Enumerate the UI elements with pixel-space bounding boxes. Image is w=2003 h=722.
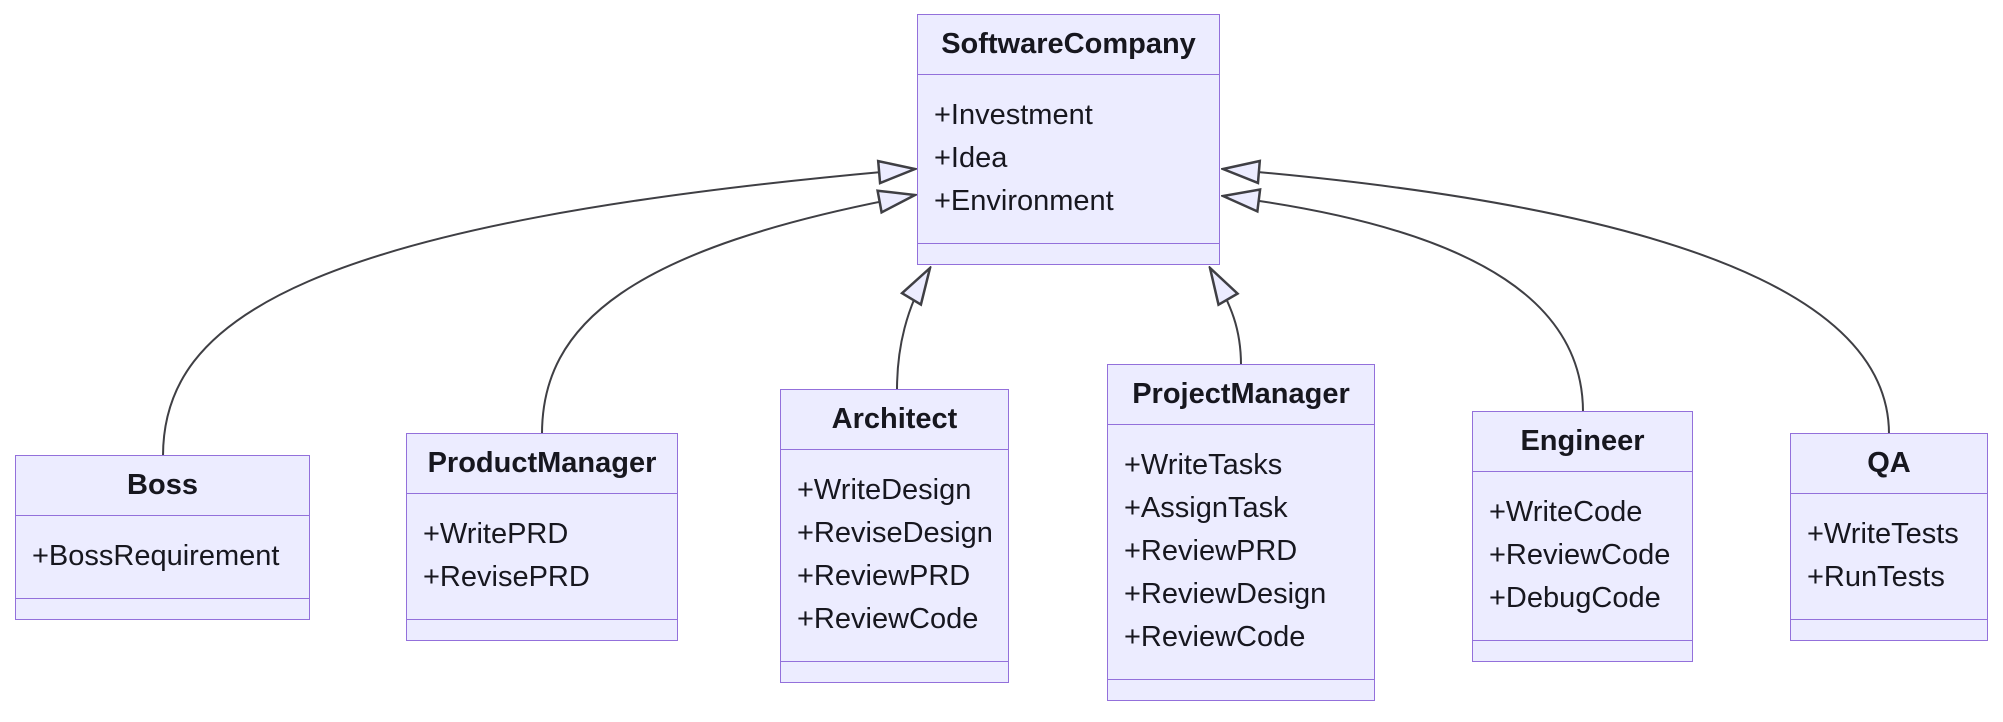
class-members: +WritePRD +RevisePRD — [407, 494, 677, 620]
class-member: +ReviewCode — [1489, 539, 1671, 571]
class-member: +WriteTasks — [1124, 449, 1283, 481]
class-member: +ReviseDesign — [797, 517, 993, 549]
class-member: +RunTests — [1807, 561, 1945, 593]
class-title: ProjectManager — [1108, 365, 1374, 425]
class-member: +ReviewPRD — [1124, 535, 1298, 567]
class-member: +WriteCode — [1489, 496, 1643, 528]
class-members: +WriteTasks +AssignTask +ReviewPRD +Revi… — [1108, 425, 1374, 680]
class-projectmanager: ProjectManager +WriteTasks +AssignTask +… — [1107, 364, 1375, 701]
class-member: +AssignTask — [1124, 492, 1288, 524]
class-member: +ReviewPRD — [797, 560, 971, 592]
class-qa: QA +WriteTests +RunTests — [1790, 433, 1988, 641]
class-member: +RevisePRD — [423, 561, 590, 593]
class-methods-empty — [781, 662, 1008, 682]
class-methods-empty — [1473, 641, 1692, 661]
class-title: Architect — [781, 390, 1008, 450]
edge-productmanager-to-softwarecompany — [541, 195, 915, 435]
class-member: +BossRequirement — [32, 540, 280, 572]
class-member: +Idea — [934, 142, 1008, 174]
class-members: +Investment +Idea +Environment — [918, 75, 1219, 244]
class-methods-empty — [1108, 680, 1374, 700]
class-member: +Investment — [934, 99, 1093, 131]
class-members: +WriteCode +ReviewCode +DebugCode — [1473, 472, 1692, 641]
edge-projectmanager-to-softwarecompany — [1210, 268, 1242, 366]
class-members: +WriteTests +RunTests — [1791, 494, 1987, 620]
class-engineer: Engineer +WriteCode +ReviewCode +DebugCo… — [1472, 411, 1693, 662]
class-productmanager: ProductManager +WritePRD +RevisePRD — [406, 433, 678, 641]
class-members: +WriteDesign +ReviseDesign +ReviewPRD +R… — [781, 450, 1008, 662]
class-boss: Boss +BossRequirement — [15, 455, 310, 620]
class-members: +BossRequirement — [16, 516, 309, 599]
class-title: QA — [1791, 434, 1987, 494]
edge-qa-to-softwarecompany — [1223, 169, 1890, 435]
class-member: +WriteDesign — [797, 474, 972, 506]
class-member: +Environment — [934, 185, 1114, 217]
edge-architect-to-softwarecompany — [896, 268, 930, 391]
class-methods-empty — [407, 620, 677, 640]
class-title: Boss — [16, 456, 309, 516]
edge-boss-to-softwarecompany — [162, 169, 915, 457]
class-member: +ReviewCode — [1124, 621, 1306, 653]
class-title: Engineer — [1473, 412, 1692, 472]
edge-engineer-to-softwarecompany — [1223, 196, 1584, 413]
class-member: +WritePRD — [423, 518, 569, 550]
class-member: +ReviewCode — [797, 603, 979, 635]
class-methods-empty — [16, 599, 309, 619]
class-methods-empty — [1791, 620, 1987, 640]
class-title: SoftwareCompany — [918, 15, 1219, 75]
class-softwarecompany: SoftwareCompany +Investment +Idea +Envir… — [917, 14, 1220, 265]
class-title: ProductManager — [407, 434, 677, 494]
class-methods-empty — [918, 244, 1219, 264]
class-member: +WriteTests — [1807, 518, 1959, 550]
class-member: +DebugCode — [1489, 582, 1661, 614]
class-architect: Architect +WriteDesign +ReviseDesign +Re… — [780, 389, 1009, 683]
class-member: +ReviewDesign — [1124, 578, 1327, 610]
